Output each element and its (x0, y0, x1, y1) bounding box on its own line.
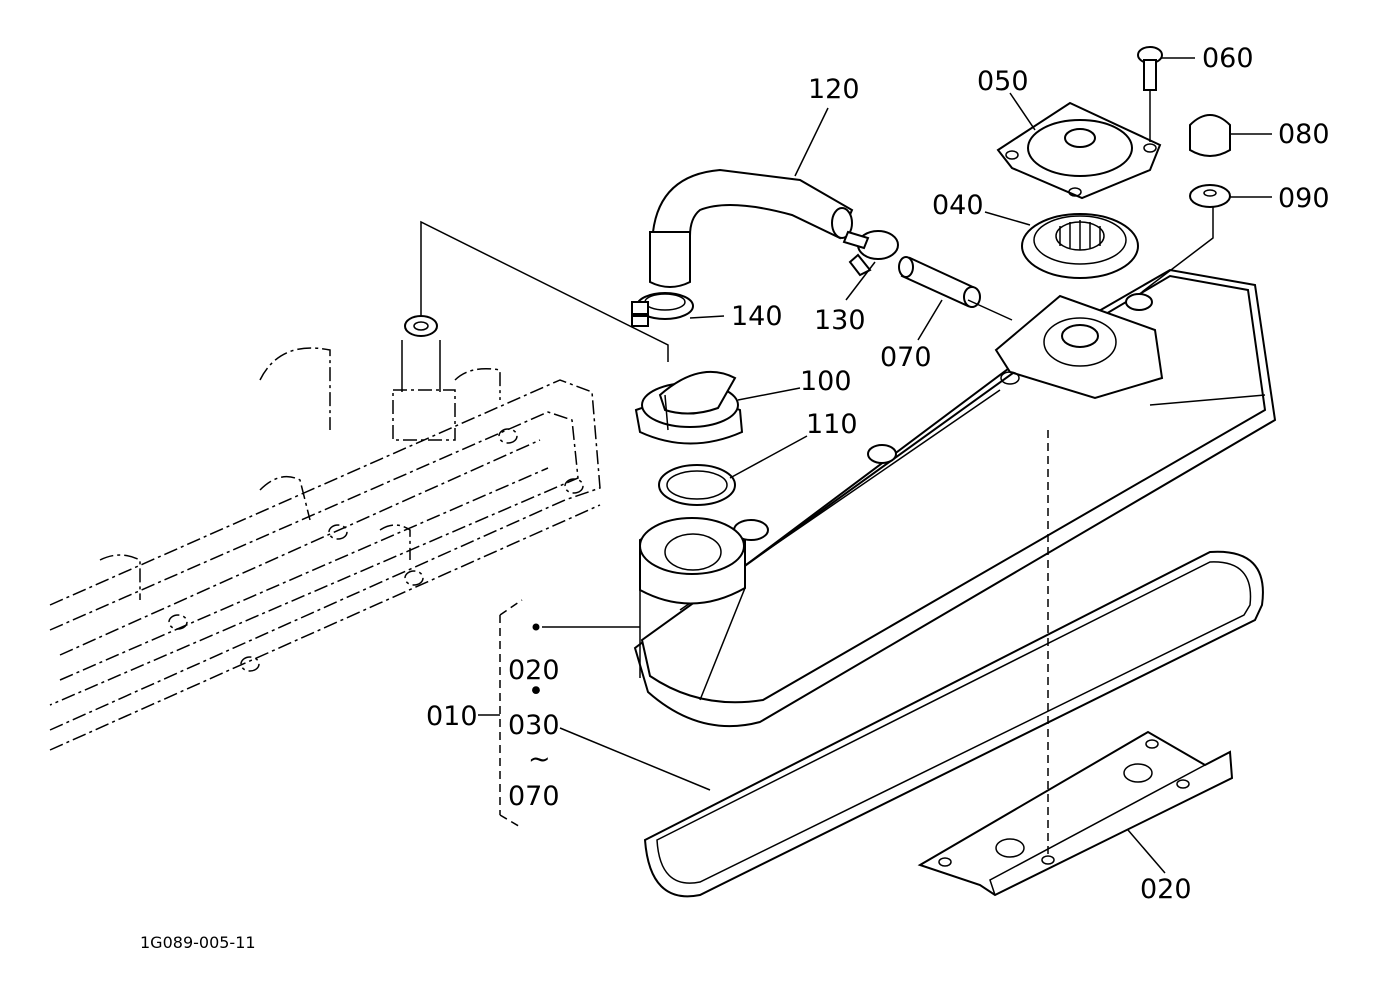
label-100: 100 (800, 366, 852, 397)
label-030: 030 (508, 710, 560, 741)
label-040: 040 (932, 190, 984, 221)
o-ring-110 (658, 464, 736, 506)
label-120: 120 (808, 74, 860, 105)
cap-nut-080 (1189, 114, 1231, 157)
label-070-group: 070 (508, 781, 560, 812)
label-020-group: 020 (508, 655, 560, 686)
label-130: 130 (814, 305, 866, 336)
leader-hose-to-breather (420, 220, 669, 362)
oil-filler-cap-100 (634, 370, 744, 445)
label-080: 080 (1278, 119, 1330, 150)
label-tilde: ~ (528, 744, 551, 775)
cover-050 (996, 101, 1162, 200)
label-010: 010 (426, 701, 478, 732)
pipe-070 (898, 256, 981, 308)
label-070-pipe: 070 (880, 342, 932, 373)
leader-nut-to-cover (1141, 207, 1214, 293)
valve-040 (1021, 213, 1139, 279)
engine-head-phantom (49, 315, 601, 751)
hose-clamp-140 (631, 292, 694, 327)
label-dot: • (528, 676, 544, 707)
drawing-id: 1G089-005-11 (140, 933, 256, 952)
label-060: 060 (1202, 43, 1254, 74)
label-090: 090 (1278, 183, 1330, 214)
label-020-plate: 020 (1140, 874, 1192, 905)
rocker-arm-cover (633, 268, 1277, 728)
plate-020 (917, 730, 1234, 897)
label-110: 110 (806, 409, 858, 440)
leader-lines (478, 57, 1272, 874)
gasket-030 (643, 550, 1264, 898)
hose-120 (649, 168, 854, 288)
label-050: 050 (977, 66, 1029, 97)
washer-090 (1189, 184, 1231, 208)
screw-060 (1137, 46, 1163, 91)
label-140: 140 (731, 301, 783, 332)
hose-clamp-130 (842, 230, 899, 277)
